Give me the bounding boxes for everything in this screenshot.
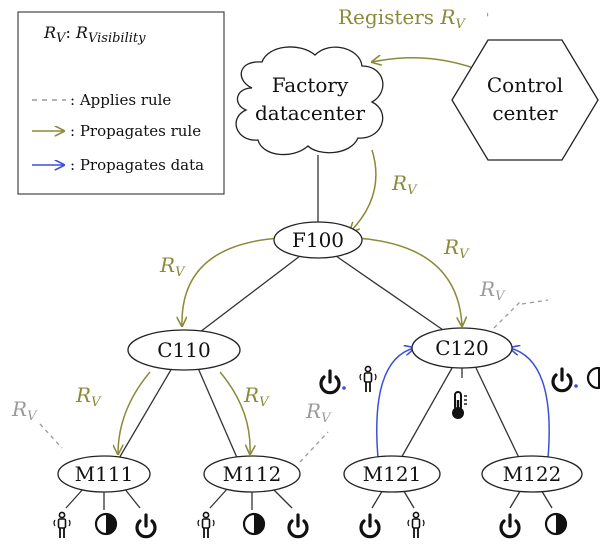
arrow-f100-c110 [182,237,281,326]
blue-dot [342,386,346,390]
blue-dot [574,384,578,388]
registers-arrow [372,58,484,72]
leaf-edge [65,487,85,509]
stray-mark: ' [486,11,489,25]
edge-f100-c120 [335,255,447,333]
registers-label: Registers RV [338,5,466,32]
node-m112-shape [203,455,301,493]
node-c120: C120 [411,327,513,369]
control-center-hexagon [451,39,599,161]
node-f100-label: F100 [292,228,344,252]
contrast-icon [94,512,118,536]
node-m111-label: M111 [75,462,134,486]
legend-box [17,11,225,195]
power-icon [287,513,309,539]
arrow-c110-m112 [219,371,250,454]
legend: RV: RVisibility : Applies rule : Propaga… [17,11,225,195]
control-label-line2: center [492,101,558,125]
arrow-f100-c120 [355,237,462,326]
node-m122-shape [481,455,583,493]
power-icon [551,367,573,393]
node-c110: C110 [127,329,241,371]
thermometer-icon [450,390,469,421]
rv-label-f100-left: RV [159,253,186,280]
rv-label-c120-applies: RV [479,277,506,304]
person-icon [53,511,71,539]
legend-title: RV: RVisibility [43,23,146,46]
edge-f100-c110 [199,255,301,333]
person-icon [407,511,425,539]
edge-c120-m122 [475,367,521,461]
node-c110-label: C110 [157,338,210,362]
leaf-edge [209,487,229,509]
power-icon [135,513,157,539]
arrow-datacenter-f100 [350,149,377,232]
edge-c120-m121 [399,367,453,461]
leaf-edge [271,487,293,509]
contrast-icon-partial [586,366,600,390]
rv-label-datacenter: RV [391,171,418,198]
contrast-icon [544,512,568,536]
power-icon [359,513,381,539]
datacenter-label-line2: datacenter [255,101,365,125]
node-m111: M111 [57,455,151,493]
datacenter-label-line1: Factory [272,73,349,97]
rv-label-c110-right: RV [243,383,270,410]
node-m122-label: M122 [503,462,562,486]
rule-propagation-arrows [118,149,462,454]
applies-rule-lines [39,299,549,463]
dash-c120 [493,301,521,329]
node-m121: M121 [343,455,441,493]
legend-applies-rule: : Applies rule [70,91,171,109]
node-m121-shape [343,455,441,493]
arrow-m122-c120 [510,348,550,459]
power-icon [319,369,341,395]
edge-c110-m112 [197,367,239,461]
arrow-m121-c120 [376,348,414,459]
factory-datacenter-cloud [235,46,384,156]
node-m112: M112 [203,455,301,493]
node-m111-shape [57,455,151,493]
dash-m112 [299,431,329,463]
node-f100-shape [273,221,363,259]
node-m122: M122 [481,455,583,493]
control-label-line1: Control [487,73,563,97]
legend-propagates-data: : Propagates data [70,156,204,174]
dash-c120-ext [521,299,549,305]
node-c120-label: C120 [435,336,488,360]
rv-label-m112-applies: RV [305,399,332,426]
legend-propagates-rule: : Propagates rule [70,122,201,140]
rv-label-c110-left: RV [75,383,102,410]
dash-m111 [39,423,63,449]
contrast-icon [242,512,266,536]
node-f100: F100 [273,221,363,259]
node-m112-label: M112 [223,462,282,486]
node-c110-shape [127,329,241,371]
leaf-edge [123,487,141,509]
data-icons [319,365,600,421]
node-m121-label: M121 [363,462,422,486]
rv-labels: RV RV RV RV RV RV RV RV [11,171,506,426]
person-icon [359,365,377,393]
leaf-icons [53,511,568,539]
edge-c110-m111 [117,367,173,461]
rv-label-m111-applies: RV [11,397,38,424]
power-icon [499,513,521,539]
node-c120-shape [411,327,513,369]
rv-label-f100-right: RV [443,235,470,262]
arrow-c110-m111 [118,371,151,454]
person-icon [197,511,215,539]
data-propagation-arrows [376,348,550,459]
